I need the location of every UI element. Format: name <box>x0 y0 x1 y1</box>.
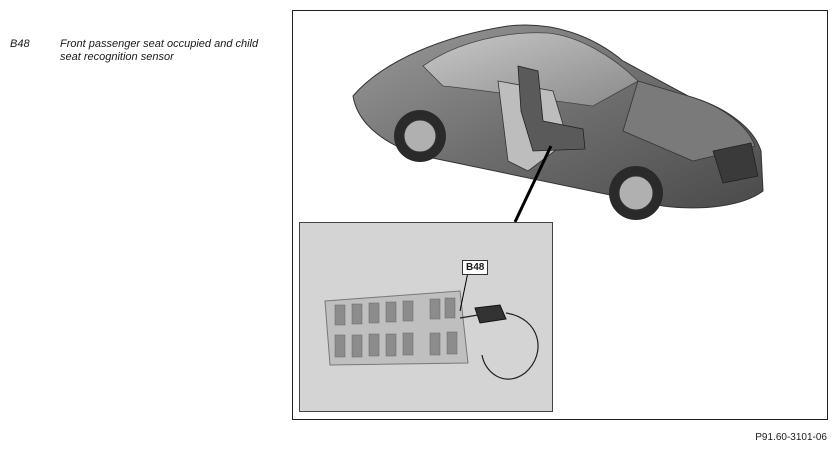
legend-description: Front passenger seat occupied and child … <box>60 38 259 63</box>
callout-label: B48 <box>462 260 489 275</box>
car-illustration <box>352 24 764 223</box>
legend-code: B48 <box>10 38 30 50</box>
sensor-detail-inset: B48 <box>299 222 553 412</box>
figure-id: P91.60-3101-06 <box>755 432 827 443</box>
illustration-frame: B48 <box>292 10 828 420</box>
legend-entry: B48 Front passenger seat occupied and ch… <box>10 38 270 64</box>
seat-sensor-mat-illustration <box>324 271 539 380</box>
